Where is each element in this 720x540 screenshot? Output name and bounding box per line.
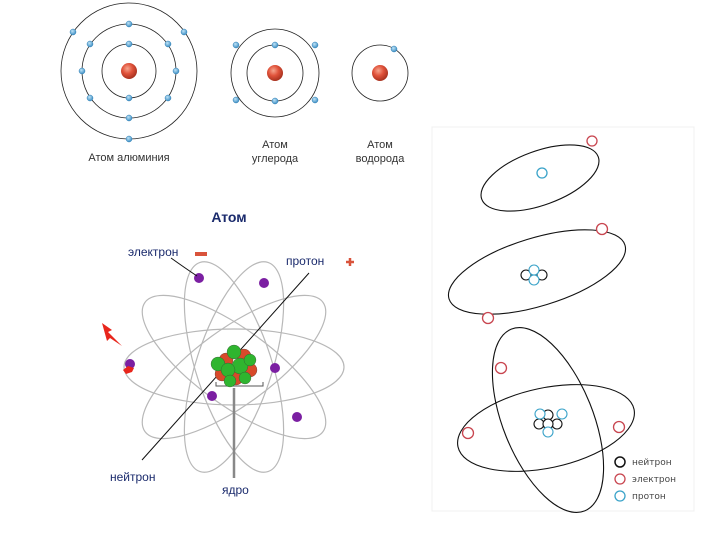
electron-pointer-line: [170, 257, 198, 277]
atom-model-title: Атом: [211, 209, 246, 225]
hydrogen-electron: [390, 45, 398, 53]
red-arrow-icon: [102, 323, 122, 346]
legend-electron: электрон: [632, 475, 676, 485]
atom-model-orbits: [123, 261, 345, 473]
right-orbits: [447, 144, 635, 513]
right-legend: нейтрон электрон протон: [614, 456, 676, 502]
hydrogen-orbit: [351, 44, 409, 102]
electron-label: электрон: [128, 245, 178, 259]
legend-proton: протон: [632, 492, 666, 502]
aluminium-electrons: [69, 20, 188, 143]
hydrogen-label-line2: водорода: [356, 153, 406, 165]
right-nucleus-2: [520, 264, 548, 286]
right-nucleus-3: [533, 408, 568, 438]
electron-legend-icon: [614, 473, 626, 485]
aluminium-label: Атом алюминия: [88, 152, 169, 164]
carbon-electrons: [232, 41, 319, 105]
right-panel: [431, 126, 695, 512]
neutron-legend-icon: [614, 456, 626, 468]
proton-label: протон: [286, 254, 324, 268]
carbon-nucleus: [267, 65, 283, 81]
carbon-label-line2: углерода: [252, 153, 299, 165]
plus-icon: [346, 258, 354, 266]
legend-neutron: нейтрон: [632, 458, 672, 468]
right-protons: [536, 167, 548, 179]
nucleus-particles: [210, 344, 258, 388]
hydrogen-nucleus: [372, 65, 388, 81]
red-mark-icon: [123, 366, 134, 374]
neutron-label: нейтрон: [110, 470, 155, 484]
nucleus-label: ядро: [222, 483, 249, 497]
carbon-label-line1: Атом: [262, 139, 288, 151]
hydrogen-label-line1: Атом: [367, 139, 393, 151]
minus-icon: [195, 252, 207, 256]
aluminium-nucleus: [121, 63, 137, 79]
nucleus-bracket: [215, 382, 264, 387]
right-electrons: [461, 135, 626, 440]
proton-legend-icon: [614, 490, 626, 502]
atom-model-electrons: [125, 273, 302, 422]
